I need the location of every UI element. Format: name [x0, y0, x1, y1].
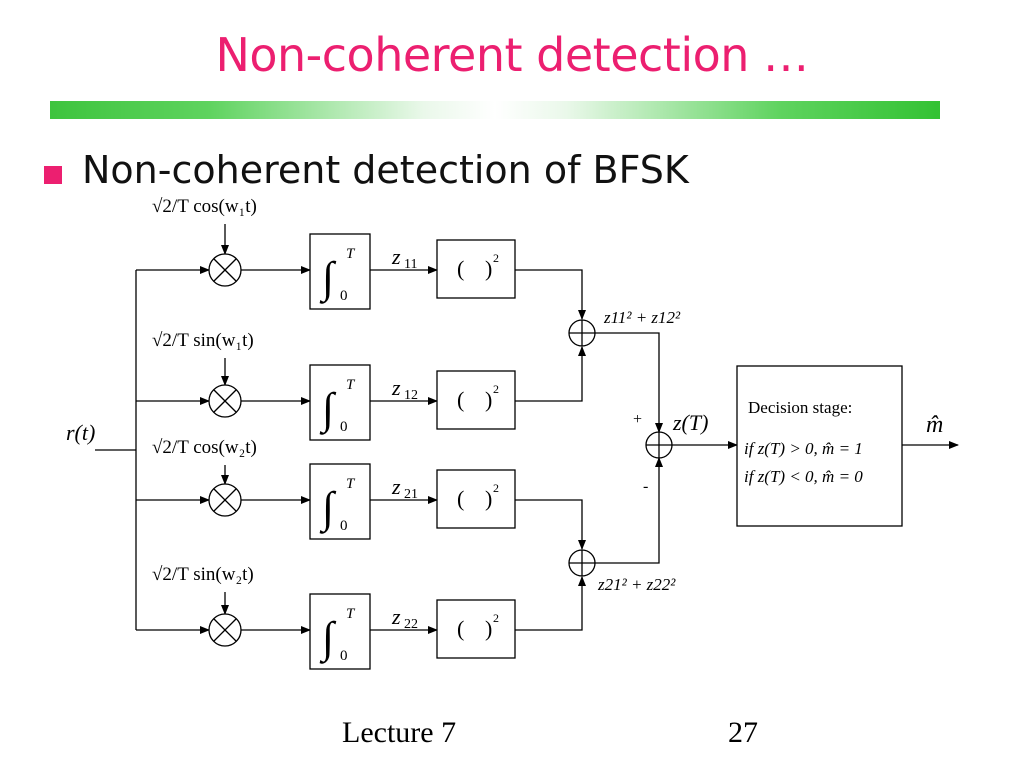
integrator-box — [309, 593, 371, 670]
integral-upper-limit: T — [346, 476, 356, 492]
zT-label: z(T) — [672, 410, 708, 435]
squarer-open-paren: ( — [457, 616, 464, 641]
squarer-close-paren: ) — [485, 486, 492, 511]
integral-sign: ∫ — [319, 613, 337, 664]
integral-lower-limit: 0 — [340, 518, 348, 534]
multiplier-cross — [213, 389, 237, 413]
integral-upper-limit: T — [346, 606, 356, 622]
z-label: z — [391, 474, 401, 499]
integral-upper-limit: T — [346, 246, 356, 262]
wire-to-adder1 — [515, 269, 586, 320]
multiplier-cross — [213, 258, 237, 282]
squarer-exponent: 2 — [493, 611, 499, 625]
title-divider — [50, 101, 940, 119]
squarer-close-paren: ) — [485, 256, 492, 281]
squarer-open-paren: ( — [457, 256, 464, 281]
slide-title: Non-coherent detection … — [215, 28, 809, 82]
squarer-box — [436, 469, 516, 529]
wire-to-final-adder — [595, 457, 663, 564]
sum1-label: z11² + z12² — [603, 308, 681, 327]
integrator-box — [309, 364, 371, 441]
z-label: z — [391, 244, 401, 269]
squarer-box — [436, 599, 516, 659]
plus-sign: + — [633, 411, 642, 428]
decision-box — [736, 365, 903, 527]
integral-upper-limit: T — [346, 377, 356, 393]
bullet-square-icon — [44, 166, 62, 184]
z-label: z — [391, 604, 401, 629]
wire-to-final-adder — [595, 332, 663, 433]
wire-to-adder2 — [515, 499, 586, 550]
integral-lower-limit: 0 — [340, 648, 348, 664]
squarer-close-paren: ) — [485, 616, 492, 641]
oscillator-label: √2/T cos(w₂t) — [152, 437, 257, 458]
wire-to-adder1 — [515, 346, 586, 402]
integral-sign: ∫ — [319, 384, 337, 435]
integral-lower-limit: 0 — [340, 419, 348, 435]
multiplier-cross — [213, 488, 237, 512]
z-subscript: 12 — [404, 388, 418, 403]
squarer-box — [436, 239, 516, 299]
squarer-exponent: 2 — [493, 251, 499, 265]
squarer-exponent: 2 — [493, 382, 499, 396]
z-subscript: 22 — [404, 617, 418, 632]
oscillator-label: √2/T sin(w₁t) — [152, 330, 254, 351]
squarer-exponent: 2 — [493, 481, 499, 495]
integral-sign: ∫ — [319, 483, 337, 534]
squarer-box — [436, 370, 516, 430]
integrator-box — [309, 463, 371, 540]
decision-rule-2: if z(T) < 0, m̂ = 0 — [744, 467, 863, 486]
decision-rule-1: if z(T) > 0, m̂ = 1 — [744, 439, 863, 458]
decision-title: Decision stage: — [748, 398, 852, 417]
footer-page-number: 27 — [728, 716, 758, 749]
integrator-box — [309, 233, 371, 310]
footer-lecture: Lecture 7 — [342, 716, 457, 749]
squarer-close-paren: ) — [485, 387, 492, 412]
wire-to-adder2 — [515, 576, 586, 631]
sum2-label: z21² + z22² — [597, 575, 676, 594]
integral-lower-limit: 0 — [340, 288, 348, 304]
z-subscript: 11 — [404, 257, 417, 272]
oscillator-label: √2/T sin(w₂t) — [152, 564, 254, 585]
minus-sign: - — [643, 478, 648, 495]
bullet-text: Non-coherent detection of BFSK — [82, 148, 689, 192]
input-label: r(t) — [66, 420, 95, 445]
oscillator-label: √2/T cos(w₁t) — [152, 196, 257, 217]
multiplier-cross — [213, 618, 237, 642]
squarer-open-paren: ( — [457, 387, 464, 412]
output-label: m̂ — [926, 412, 943, 438]
integral-sign: ∫ — [319, 253, 337, 304]
squarer-open-paren: ( — [457, 486, 464, 511]
z-label: z — [391, 375, 401, 400]
z-subscript: 21 — [404, 487, 418, 502]
